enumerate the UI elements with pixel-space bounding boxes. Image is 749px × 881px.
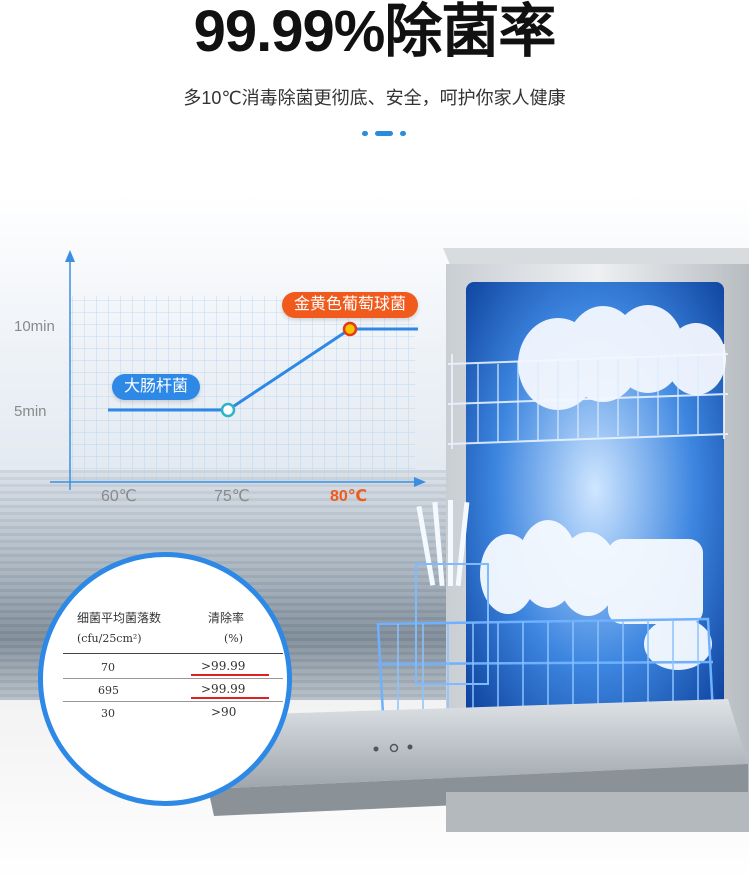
table-header-rule (63, 653, 283, 654)
x-tick-75: 75℃ (214, 488, 250, 505)
y-tick-10min: 10min (14, 318, 55, 335)
table-row-2-rate: >99.99 (201, 682, 246, 696)
page-title: 99.99%除菌率 (193, 0, 557, 64)
temperature-time-chart: 金黄色葡萄球菌 大肠杆菌 10min 5min 60℃ 75℃ 80℃ (0, 240, 440, 520)
report-circle: 细菌平均菌落数 清除率 (cfu/25cm²) (%) 70 >99.99 69… (38, 552, 292, 806)
x-axis-arrow (414, 477, 426, 487)
y-axis-arrow (65, 250, 75, 262)
y-tick-5min: 5min (14, 403, 47, 420)
table-row-1-count: 70 (101, 661, 115, 674)
table-row-3-rate: >90 (211, 705, 237, 719)
page-subtitle: 多10℃消毒除菌更彻底、安全，呵护你家人健康 (183, 88, 566, 108)
table-unit-rate: (%) (224, 632, 244, 645)
decorative-dots (362, 131, 406, 137)
point-staph (342, 321, 358, 337)
table-unit-count: (cfu/25cm²) (77, 632, 142, 645)
table-header-count: 细菌平均菌落数 (77, 611, 162, 625)
table-row-rule-2 (63, 701, 283, 702)
test-report-magnifier: 细菌平均菌落数 清除率 (cfu/25cm²) (%) 70 >99.99 69… (38, 552, 294, 808)
table-header-rate: 清除率 (208, 611, 245, 625)
underline-row-1 (191, 674, 269, 676)
x-tick-60: 60℃ (101, 488, 137, 505)
series-label-e-coli: 大肠杆菌 (112, 374, 201, 400)
point-e-coli (220, 402, 236, 418)
x-tick-80: 80℃ (330, 488, 368, 505)
table-row-3-count: 30 (101, 707, 115, 720)
series-line (108, 327, 418, 412)
dishwasher-illustration (208, 248, 749, 832)
table-row-rule-1 (63, 678, 283, 679)
table-row-1-rate: >99.99 (201, 659, 246, 673)
series-label-staph: 金黄色葡萄球菌 (282, 292, 419, 318)
table-row-2-count: 695 (98, 684, 119, 697)
underline-row-2 (191, 697, 269, 699)
